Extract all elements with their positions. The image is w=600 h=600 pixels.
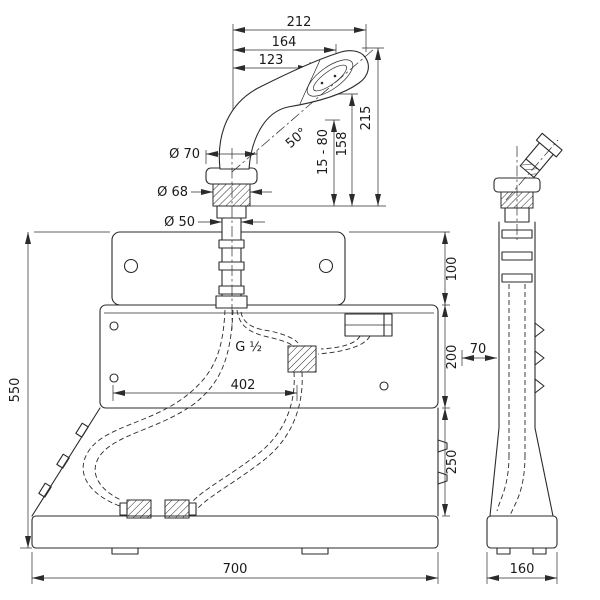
base-foot-side [532, 547, 547, 555]
spray-nozzle-dot [320, 81, 324, 85]
dim-label-158: 158 [335, 132, 350, 157]
dim-label-dia68: Ø 68 [157, 185, 188, 200]
hose-coupler [164, 499, 190, 519]
spout-hose-outline [320, 335, 361, 350]
base-plate-side [486, 515, 558, 549]
dim-label-123: 123 [259, 53, 284, 68]
dim-label-550: 550 [8, 378, 23, 403]
lower-hose-outline [197, 371, 303, 509]
screw-hole [379, 381, 389, 391]
pipe-coupling [218, 261, 245, 271]
flare-back [534, 427, 554, 517]
clip-tab [75, 422, 89, 438]
top-dimensions: 212 164 123 [232, 15, 367, 162]
dim-label-402: 402 [231, 378, 256, 393]
hose-coupler-cap [119, 502, 128, 516]
base-foot-left [111, 547, 139, 555]
thread-size-label: G ½ [235, 340, 262, 355]
mounting-nut [215, 295, 248, 309]
base-foot-side [496, 547, 511, 555]
clip-tab [38, 482, 52, 498]
shower-hose-outline [94, 309, 234, 501]
hose-coupler [126, 499, 152, 519]
spray-nozzle-dot [333, 74, 337, 78]
side-holder-centerline [505, 139, 559, 201]
dim-label-250: 250 [445, 450, 460, 475]
spray-face-inner [313, 64, 347, 92]
hose-coupler-cap [188, 502, 197, 516]
hose-connection-fitting [287, 345, 317, 373]
dim-label-215: 215 [359, 106, 374, 131]
dim-label-angle: 50° [283, 125, 310, 151]
base-plate [31, 515, 439, 549]
screw-hole [318, 258, 334, 274]
holder-cap [535, 132, 563, 158]
side-view-body [486, 132, 563, 555]
dim-label-164: 164 [272, 35, 297, 50]
dim-label-dia70: Ø 70 [169, 147, 200, 162]
dim-label-700: 700 [223, 562, 248, 577]
hidden-hose-side [496, 454, 510, 512]
dim-label-70: 70 [470, 342, 487, 357]
angled-shower-holder [519, 132, 563, 179]
pipe-coupling-side [501, 251, 533, 261]
dim-label-100: 100 [445, 257, 460, 282]
thread-section [212, 183, 251, 207]
hidden-hose-side [509, 454, 526, 517]
head-handle-joint [299, 59, 321, 105]
screw-hole [109, 373, 119, 383]
spout-hose-outline [317, 335, 371, 355]
pipe-coupling [218, 285, 245, 295]
clip-tab-side [534, 378, 545, 394]
clip-tab [56, 453, 70, 469]
supply-hose-outline [236, 309, 295, 348]
pipe-coupling [218, 239, 245, 249]
mixer-pipe-column [205, 167, 258, 309]
flare-front [489, 427, 500, 517]
dimensions: 215 158 15 - 80 50° Ø 70 Ø 68 Ø 50 100 2… [8, 47, 558, 584]
pipe-coupling-side [501, 273, 533, 283]
dim-label-160: 160 [510, 562, 535, 577]
base-foot-right [301, 547, 329, 555]
shower-hose-outline [82, 309, 226, 507]
dim-label-dia50: Ø 50 [164, 215, 195, 230]
spray-face-outer [306, 59, 354, 97]
screw-hole [109, 321, 119, 331]
screw-hole [123, 258, 139, 274]
mid-mount-band [99, 304, 439, 409]
supply-hose-outline [240, 311, 299, 344]
pipe-collar [216, 205, 247, 219]
front-view-body [31, 231, 448, 555]
dim-label-212: 212 [287, 15, 312, 30]
lower-hose-outline [191, 371, 295, 503]
escutcheon [205, 167, 258, 185]
dim-label-200: 200 [445, 345, 460, 370]
shower-axis-centerline [231, 48, 375, 173]
dim-label-15-80: 15 - 80 [316, 129, 331, 175]
hidden-hoses [82, 309, 371, 519]
clip-tab-side [534, 322, 545, 338]
front-centerlines [231, 48, 375, 330]
clip-tab-side [534, 350, 545, 366]
